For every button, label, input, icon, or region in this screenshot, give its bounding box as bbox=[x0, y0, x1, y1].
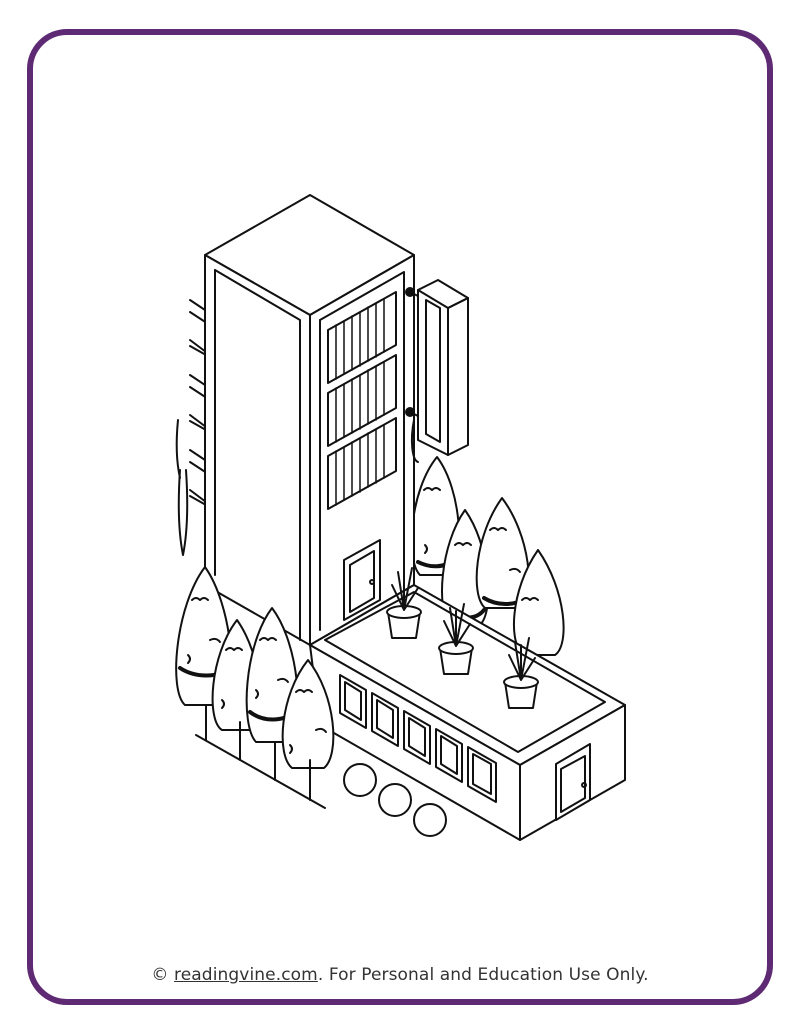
fence bbox=[195, 704, 326, 809]
tower bbox=[204, 194, 415, 646]
footer-suffix: . For Personal and Education Use Only. bbox=[317, 965, 649, 985]
lower-wing bbox=[309, 584, 626, 841]
copyright-symbol: © bbox=[151, 965, 169, 985]
tree-icon bbox=[281, 659, 335, 769]
readingvine-link[interactable]: readingvine.com bbox=[174, 965, 318, 985]
sign-icon bbox=[405, 279, 469, 463]
copyright-footer: © readingvine.com. For Personal and Educ… bbox=[0, 965, 800, 985]
potted-plant-icon bbox=[438, 603, 474, 675]
stepping-stones bbox=[343, 763, 447, 837]
tree-icon bbox=[512, 549, 565, 656]
potted-plant-icon bbox=[386, 567, 422, 639]
potted-plant-icon bbox=[503, 637, 539, 709]
